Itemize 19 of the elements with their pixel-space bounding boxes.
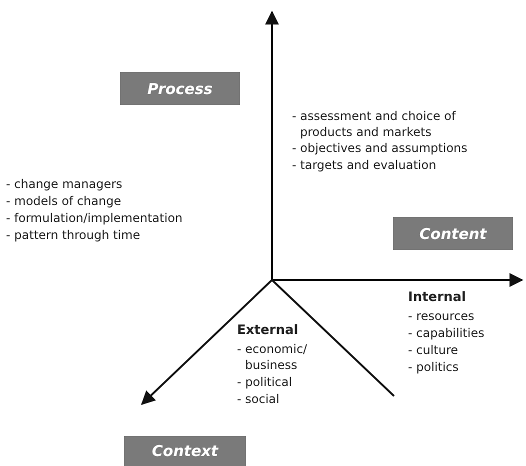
list-item: - resources: [408, 308, 474, 324]
list-item: - economic/ business: [237, 341, 308, 373]
list-item: - models of change: [6, 193, 122, 209]
list-item: - political: [237, 374, 292, 390]
list-item: - culture: [408, 342, 458, 358]
group-heading: Internal: [408, 290, 466, 306]
list-item: - politics: [408, 359, 459, 375]
list-item: - pattern through time: [6, 227, 140, 243]
list-item: - change managers: [6, 176, 122, 192]
list-item: - objectives and assumptions: [292, 140, 468, 156]
axis-title-box: Process: [120, 72, 240, 105]
axis-title-box: Context: [124, 436, 246, 466]
list-item: - formulation/implementation: [6, 210, 183, 226]
list-item: - assessment and choice of products and markets: [292, 108, 457, 140]
list-item: - targets and evaluation: [292, 157, 436, 173]
group-heading: External: [237, 323, 298, 339]
list-item: - social: [237, 391, 280, 407]
list-item: - capabilities: [408, 325, 484, 341]
axis-title-box: Content: [393, 217, 513, 250]
